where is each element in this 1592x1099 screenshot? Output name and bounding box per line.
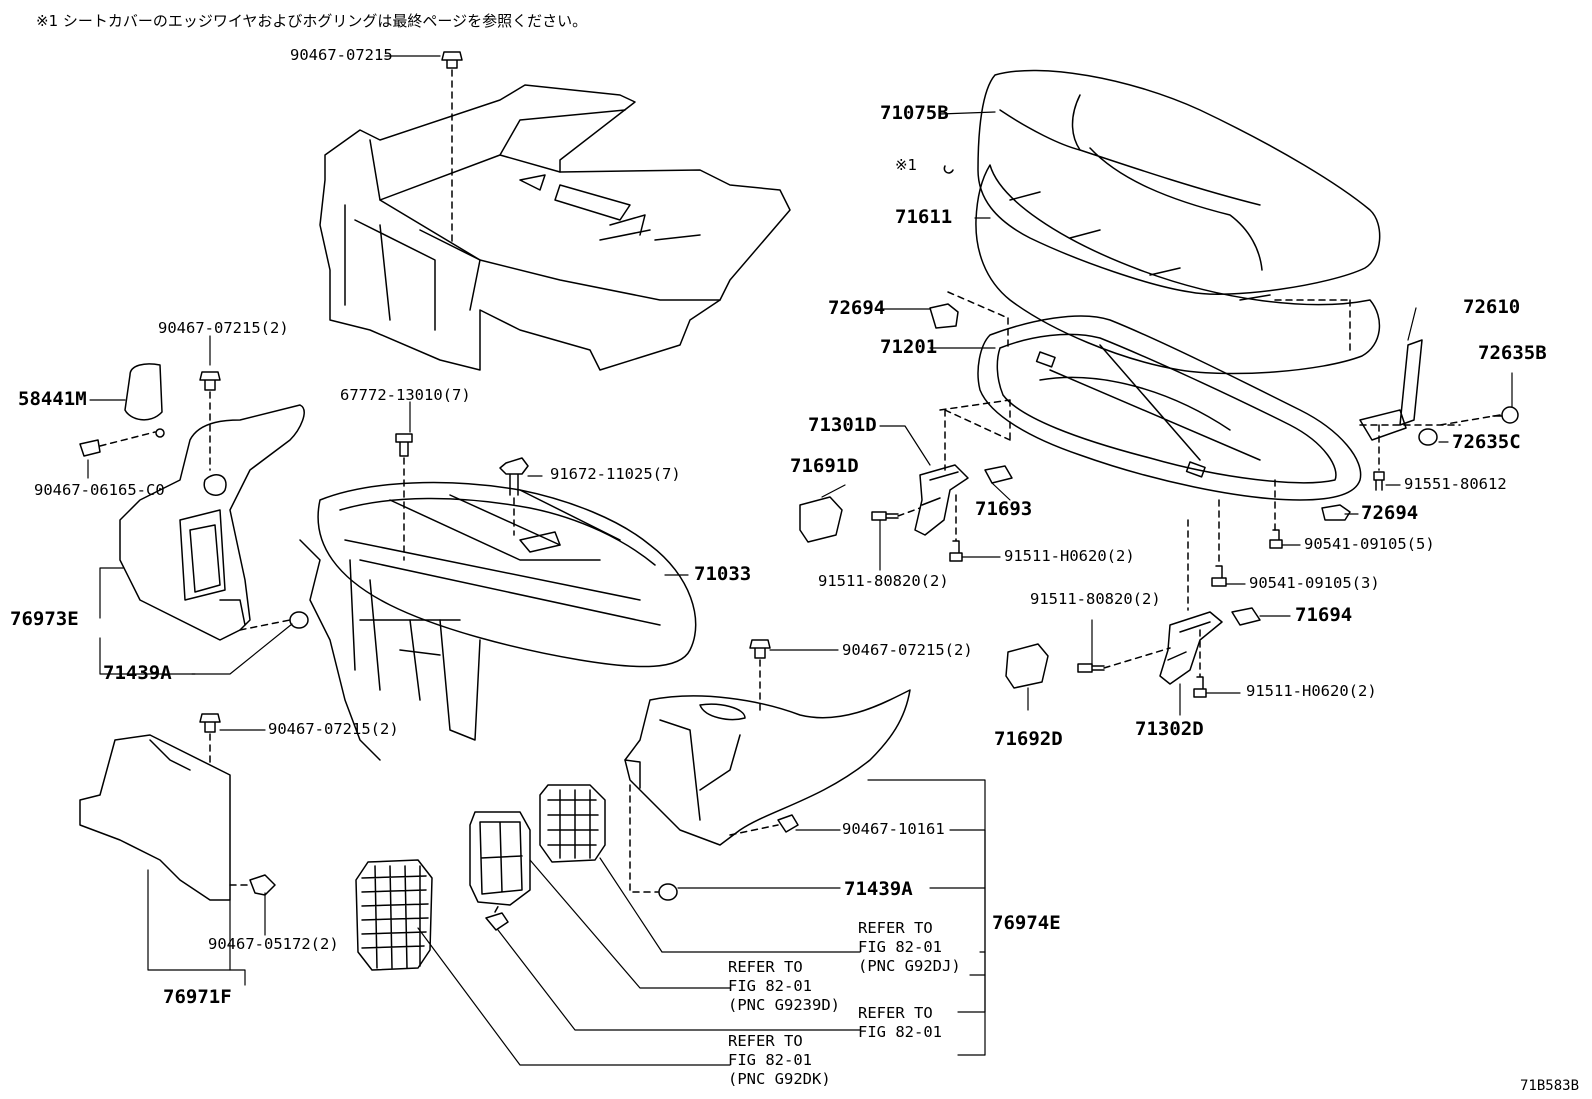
part-90467-10161: 90467-10161 xyxy=(842,820,945,838)
part-91511-80820-a: 91511-80820(2) xyxy=(818,572,949,590)
refer-fig-link[interactable]: FIG 82-01 xyxy=(858,938,942,956)
bolt-91511-H0620-a xyxy=(949,494,963,562)
side-trim-76974E xyxy=(624,689,911,846)
part-71201: 71201 xyxy=(880,336,938,358)
cover-71691D xyxy=(799,496,843,543)
part-91511-H0620-b: 91511-H0620(2) xyxy=(1246,682,1377,700)
part-71693: 71693 xyxy=(975,498,1033,520)
refer-line: REFER TO xyxy=(858,1004,933,1022)
part-71075B: 71075B xyxy=(880,102,949,124)
part-67772-13010: 67772-13010(7) xyxy=(340,386,471,404)
refer-line: REFER TO xyxy=(728,958,803,976)
refer-pnc: (PNC G92DK) xyxy=(728,1070,831,1088)
luggage-tray-upper xyxy=(319,84,791,371)
part-71691D: 71691D xyxy=(790,455,859,477)
clip-72694-top xyxy=(929,303,959,329)
refer-line: REFER TO xyxy=(858,919,933,937)
clip-90467-07215-2c xyxy=(199,713,221,766)
part-71692D: 71692D xyxy=(994,728,1063,750)
bracket-71301D xyxy=(914,409,1011,536)
part-91511-80820-b: 91511-80820(2) xyxy=(1030,590,1161,608)
refer-block-g92dj: REFER TO FIG 82-01 (PNC G92DJ) xyxy=(858,919,961,976)
trim-76971F xyxy=(79,734,231,901)
part-71439A-b: 71439A xyxy=(844,878,913,900)
clip-90467-07215-top xyxy=(441,51,463,246)
seat-cushion-frame-71201 xyxy=(947,291,1362,501)
clip-71439A-b xyxy=(629,784,678,901)
note-marker: ※1 xyxy=(895,156,918,174)
part-90467-07215-2c: 90467-07215(2) xyxy=(268,720,399,738)
part-90467-05172: 90467-05172(2) xyxy=(208,935,339,953)
part-91672-11025: 91672-11025(7) xyxy=(550,465,681,483)
bolt-91511-H0620-b xyxy=(1193,629,1207,698)
refer-block-g9239d: REFER TO FIG 82-01 (PNC G9239D) xyxy=(728,958,840,1015)
bolt-91672-11025 xyxy=(499,457,529,536)
part-90467-07215-2b: 90467-07215(2) xyxy=(842,641,973,659)
bracket-71694 xyxy=(1231,607,1261,626)
bolt-67772-13010 xyxy=(395,433,413,561)
speaker-grille-g92dj xyxy=(539,784,606,863)
part-72610: 72610 xyxy=(1463,296,1521,318)
nut-90541-09105-5 xyxy=(1269,479,1283,549)
bolt-91511-80820-b xyxy=(1077,647,1171,673)
bracket-71302D xyxy=(1159,611,1223,685)
part-90467-07215-2a: 90467-07215(2) xyxy=(158,319,289,337)
clip-72694-bottom xyxy=(1321,504,1351,521)
part-58441M: 58441M xyxy=(18,388,87,410)
part-71302D: 71302D xyxy=(1135,718,1204,740)
grille-frame-g9239d xyxy=(469,811,531,906)
part-76974E: 76974E xyxy=(992,912,1061,934)
part-71301D: 71301D xyxy=(808,414,877,436)
nut-90541-09105-3 xyxy=(1211,499,1227,587)
diagram-code: 71B583B xyxy=(1520,1078,1580,1094)
clip-90467-10161 xyxy=(729,814,799,836)
refer-pnc: (PNC G92DJ) xyxy=(858,957,961,975)
refer-fig-link[interactable]: FIG 82-01 xyxy=(858,1023,942,1041)
seat-cushion-cover-71075B xyxy=(977,69,1381,295)
bracket-71693 xyxy=(984,465,1013,484)
part-72635B: 72635B xyxy=(1478,342,1547,364)
bolt-91551-80612 xyxy=(1373,424,1385,491)
seat-cushion-pad-71611 xyxy=(943,164,1381,375)
refer-pnc: (PNC G9239D) xyxy=(728,996,840,1014)
clip-grille xyxy=(485,902,509,931)
part-71694: 71694 xyxy=(1295,604,1353,626)
bolt-91511-80820-a xyxy=(871,507,921,521)
clip-90467-06165-C0 xyxy=(79,431,156,457)
strap-72610 xyxy=(1359,339,1423,441)
clip-72635C xyxy=(1418,428,1438,446)
part-91511-H0620-a: 91511-H0620(2) xyxy=(1004,547,1135,565)
part-91551-80612: 91551-80612 xyxy=(1404,475,1507,493)
leader-lines xyxy=(87,55,1513,1066)
part-90467-06165-C0: 90467-06165-C0 xyxy=(34,481,165,499)
refer-fig-link[interactable]: FIG 82-01 xyxy=(728,1051,812,1069)
refer-line: REFER TO xyxy=(728,1032,803,1050)
note-text: ※1 シートカバーのエッジワイヤおよびホグリングは最終ページを参照ください。 xyxy=(36,12,588,30)
clip-71439A-a xyxy=(239,611,309,631)
part-76973E: 76973E xyxy=(10,608,79,630)
side-trim-76973E xyxy=(119,404,305,641)
part-71439A-a: 71439A xyxy=(103,662,172,684)
cover-58441M xyxy=(124,363,165,438)
part-71033: 71033 xyxy=(694,563,752,585)
speaker-grille-g92dk xyxy=(355,859,433,971)
refer-block-g92dk: REFER TO FIG 82-01 (PNC G92DK) xyxy=(728,1032,831,1089)
part-90541-09105-3: 90541-09105(3) xyxy=(1249,574,1380,592)
clip-90467-05172 xyxy=(229,874,276,896)
part-71611: 71611 xyxy=(895,206,953,228)
luggage-floor-71033 xyxy=(299,481,697,761)
cover-71692D xyxy=(1005,643,1049,689)
clip-90467-07215-2b xyxy=(749,639,771,716)
part-90467-07215-top: 90467-07215 xyxy=(290,46,393,64)
part-72635C: 72635C xyxy=(1452,431,1521,453)
part-72694-bottom: 72694 xyxy=(1361,502,1419,524)
refer-fig-link[interactable]: FIG 82-01 xyxy=(728,977,812,995)
part-90541-09105-5: 90541-09105(5) xyxy=(1304,535,1435,553)
part-72694-top: 72694 xyxy=(828,297,886,319)
refer-block-fig: REFER TO FIG 82-01 xyxy=(858,1004,942,1042)
clip-90467-07215-2a xyxy=(199,371,221,471)
part-76971F: 76971F xyxy=(163,986,232,1008)
